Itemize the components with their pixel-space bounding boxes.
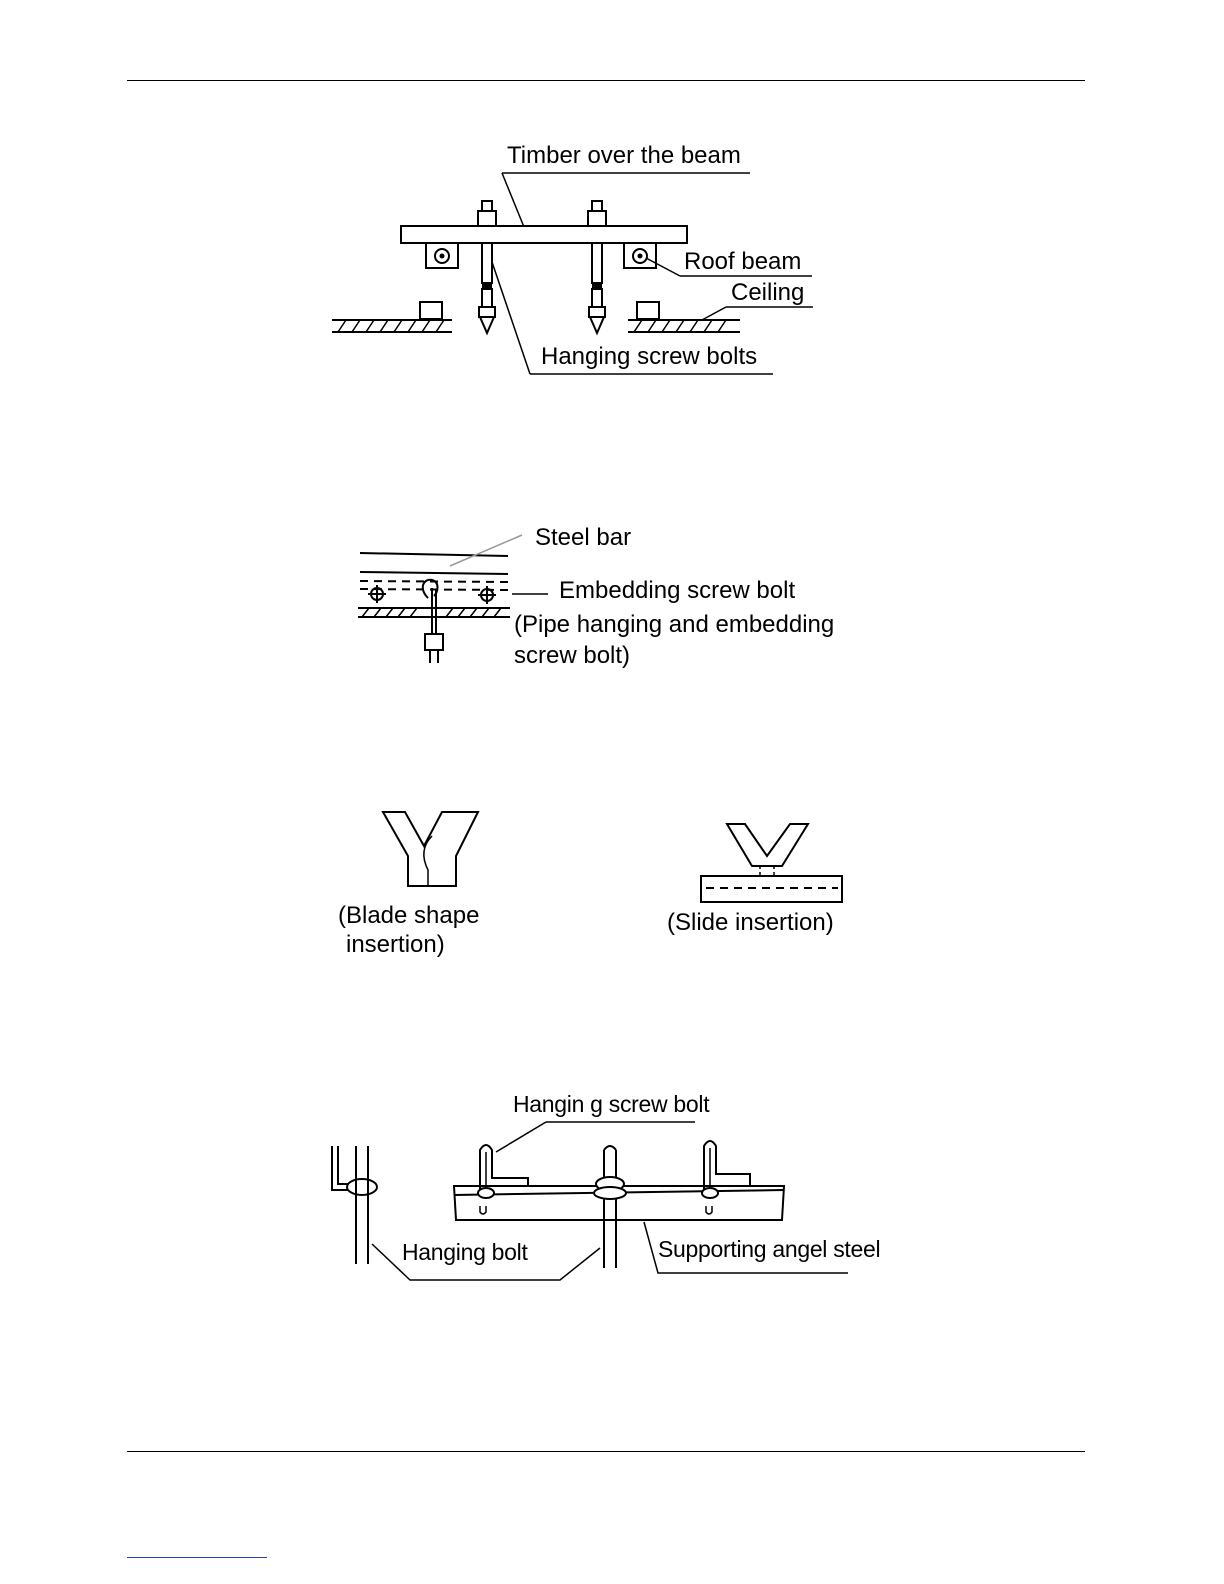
ceiling-left: [332, 302, 452, 332]
label-hanging-screw-bolts: Hanging screw bolts: [541, 343, 757, 370]
label-supporting-angle-steel: Supporting angel steel: [658, 1236, 880, 1262]
label-slide-insertion: (Slide insertion): [667, 909, 834, 936]
hanging-screw-bolt-right: [588, 201, 606, 333]
timber-plank: [401, 226, 687, 243]
hanging-screw-bolt-hook-left: [478, 1145, 528, 1198]
leader-hanging-screw-bolt: [496, 1122, 546, 1152]
steel-bar-line-bottom: [360, 572, 508, 574]
label-pipe-hanging-line2: screw bolt): [514, 642, 630, 669]
label-blade-line1: (Blade shape: [338, 902, 479, 929]
anchor-symbol-right: [478, 586, 496, 604]
label-blade-line2: insertion): [346, 931, 445, 958]
leader-timber: [502, 173, 524, 227]
roof-beam-right: [624, 243, 656, 268]
embedding-screw-bolt-hook: [423, 580, 443, 663]
steel-bar-line-top: [360, 553, 508, 556]
label-hanging-screw-bolt: Hangin g screw bolt: [513, 1091, 710, 1117]
anchor-symbol-left: [368, 585, 386, 603]
label-roof-beam: Roof beam: [684, 248, 801, 275]
leader-ceiling: [702, 307, 726, 320]
roof-beam-left: [426, 243, 458, 268]
slide-insert: [701, 824, 842, 902]
label-timber-over-beam: Timber over the beam: [507, 142, 741, 169]
ceiling-right: [628, 302, 740, 332]
blade-shape-insert: [383, 812, 478, 886]
footer-rule: [127, 1451, 1085, 1452]
leader-hanging-bolts: [492, 262, 530, 374]
hanging-screw-bolt-hook-right: [702, 1141, 750, 1198]
leader-steel-bar: [450, 535, 522, 566]
footnote-rule: [127, 1557, 267, 1558]
hanging-bolt-left: [332, 1146, 377, 1264]
label-pipe-hanging-line1: (Pipe hanging and embedding: [514, 611, 834, 638]
label-embedding-screw-bolt: Embedding screw bolt: [559, 577, 795, 604]
label-hanging-bolt: Hanging bolt: [402, 1239, 528, 1265]
label-ceiling: Ceiling: [731, 279, 804, 306]
label-steel-bar: Steel bar: [535, 524, 631, 551]
